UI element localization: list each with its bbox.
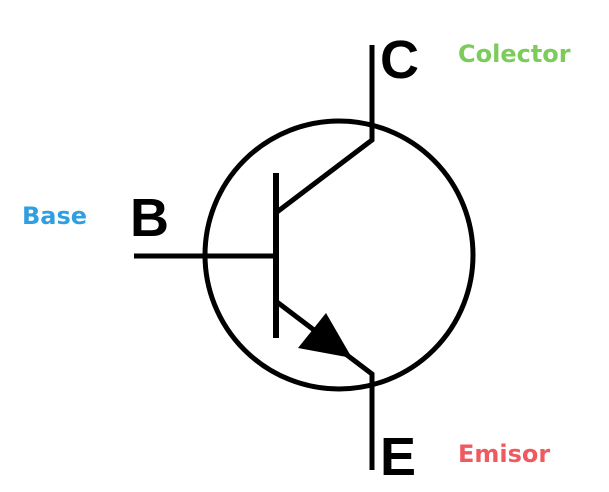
collector-letter: C [380,30,419,90]
emitter-lead [275,300,375,470]
collector-label: Colector [458,40,571,68]
base-label: Base [22,202,87,230]
collector-lead [275,45,375,214]
emitter-label: Emisor [458,440,550,468]
base-letter: B [130,188,169,248]
emitter-arrow-icon [298,313,352,358]
emitter-letter: E [380,427,416,487]
